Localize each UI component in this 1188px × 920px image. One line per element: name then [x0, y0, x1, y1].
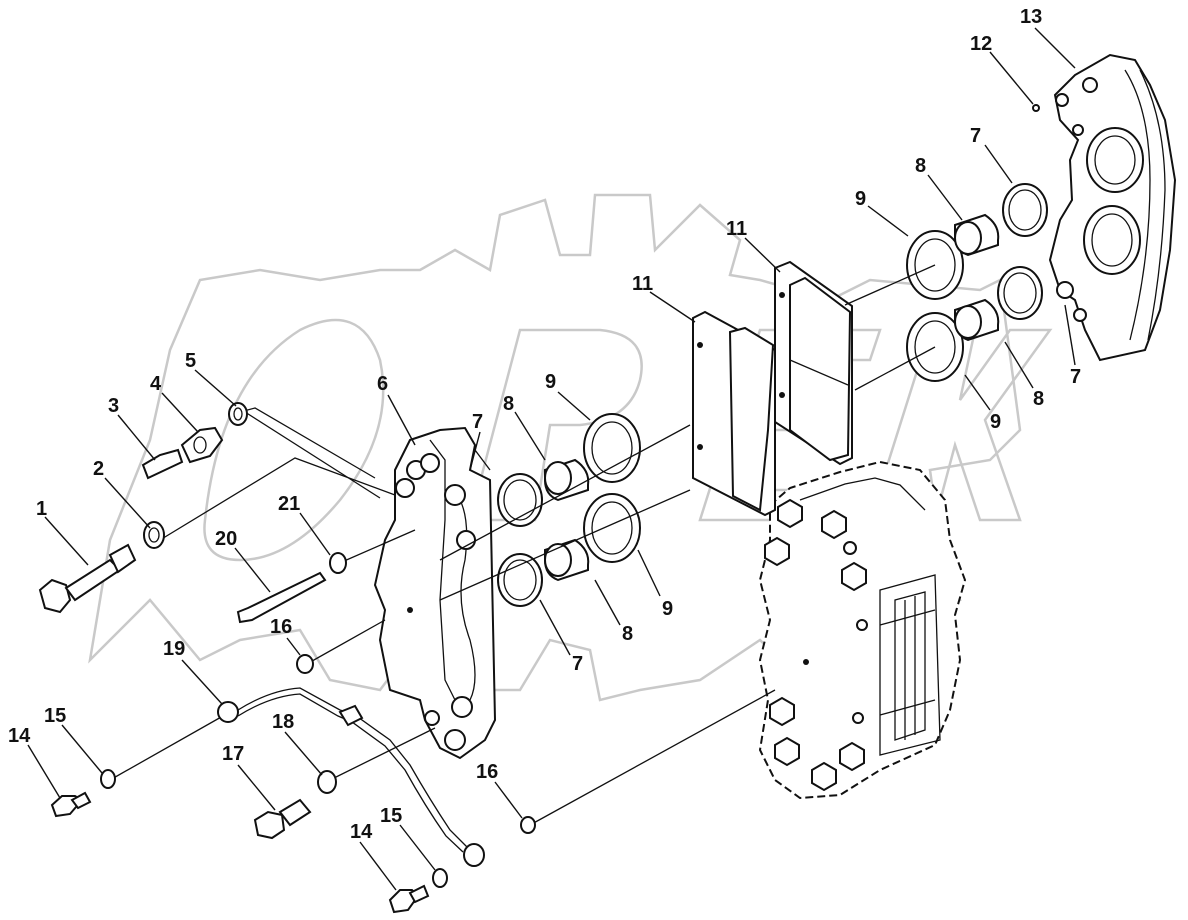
brake-pad-rear — [774, 260, 853, 466]
caliper-half-top-right — [1048, 53, 1177, 362]
callout-1: 1 — [36, 498, 47, 520]
brake-pad-front — [692, 310, 776, 517]
callout-3: 3 — [108, 395, 119, 417]
leader-lines — [27, 27, 1076, 891]
bolt-14-top — [50, 791, 92, 818]
caliper-half-left — [373, 426, 497, 760]
bolt-1 — [38, 543, 137, 614]
callout-7-right-bottom: 7 — [1070, 366, 1081, 388]
caliper-half-right — [758, 460, 967, 800]
assembly-lines — [109, 264, 936, 826]
banjo-bottom — [463, 843, 485, 867]
callout-18: 18 — [272, 711, 294, 733]
callout-8-right-bottom: 8 — [1033, 388, 1044, 410]
callout-14-top: 14 — [8, 725, 31, 747]
callout-13: 13 — [1020, 6, 1042, 28]
bolt-17 — [253, 798, 312, 840]
washer-15-bottom — [432, 868, 448, 888]
callout-8-left-bottom: 8 — [622, 623, 633, 645]
banjo-19 — [217, 701, 239, 723]
callout-2: 2 — [93, 458, 104, 480]
washer-16-bottom — [520, 816, 536, 834]
callout-labels: 1 2 3 4 5 6 7 8 9 11 11 9 8 7 12 13 7 8 … — [8, 6, 1081, 843]
callout-11-rear: 11 — [726, 218, 747, 240]
callout-9-right-top: 9 — [855, 188, 866, 210]
bleeder-3 — [141, 448, 184, 480]
washer-18 — [317, 770, 337, 794]
callout-16-top: 16 — [270, 616, 292, 638]
callout-9-right-bottom: 9 — [990, 411, 1001, 433]
washer-21 — [329, 552, 347, 574]
callout-7-left-top: 7 — [472, 411, 483, 433]
callout-12: 12 — [970, 33, 992, 55]
washer-16-top — [296, 654, 314, 674]
callout-5: 5 — [185, 350, 196, 372]
callout-15-top: 15 — [44, 705, 66, 727]
dust-boot-9-left-bottom — [583, 493, 641, 563]
washer-5 — [228, 402, 248, 426]
dust-boot-9-left-top — [583, 413, 641, 483]
callout-15-bottom: 15 — [380, 805, 402, 827]
washer-2 — [143, 521, 165, 549]
callout-6: 6 — [377, 373, 388, 395]
seal-7-left-bottom — [497, 553, 543, 607]
callout-21: 21 — [278, 493, 300, 515]
callout-7-left-bottom: 7 — [572, 653, 583, 675]
callout-8-left-top: 8 — [503, 393, 514, 415]
seal-7-left-top — [497, 473, 543, 527]
callout-16-bottom: 16 — [476, 761, 498, 783]
callout-19: 19 — [163, 638, 185, 660]
bolt-heads-right — [764, 498, 868, 792]
callout-17: 17 — [222, 743, 244, 765]
callout-9-left-top: 9 — [545, 371, 556, 393]
callout-9-left-bottom: 9 — [662, 598, 673, 620]
pin-12 — [1032, 104, 1040, 112]
brake-line — [237, 687, 469, 853]
callout-4: 4 — [150, 373, 162, 395]
callout-11-front: 11 — [632, 273, 653, 295]
callout-7-right-top: 7 — [970, 125, 981, 147]
seals-and-pistons — [497, 183, 1048, 607]
callout-8-right-top: 8 — [915, 155, 926, 177]
callout-14-bottom: 14 — [350, 821, 373, 843]
washer-15-top — [100, 769, 116, 789]
bolt-14-bottom — [388, 884, 430, 914]
bolt-20 — [236, 571, 327, 624]
callout-20: 20 — [215, 528, 237, 550]
fitting-4 — [180, 426, 224, 464]
